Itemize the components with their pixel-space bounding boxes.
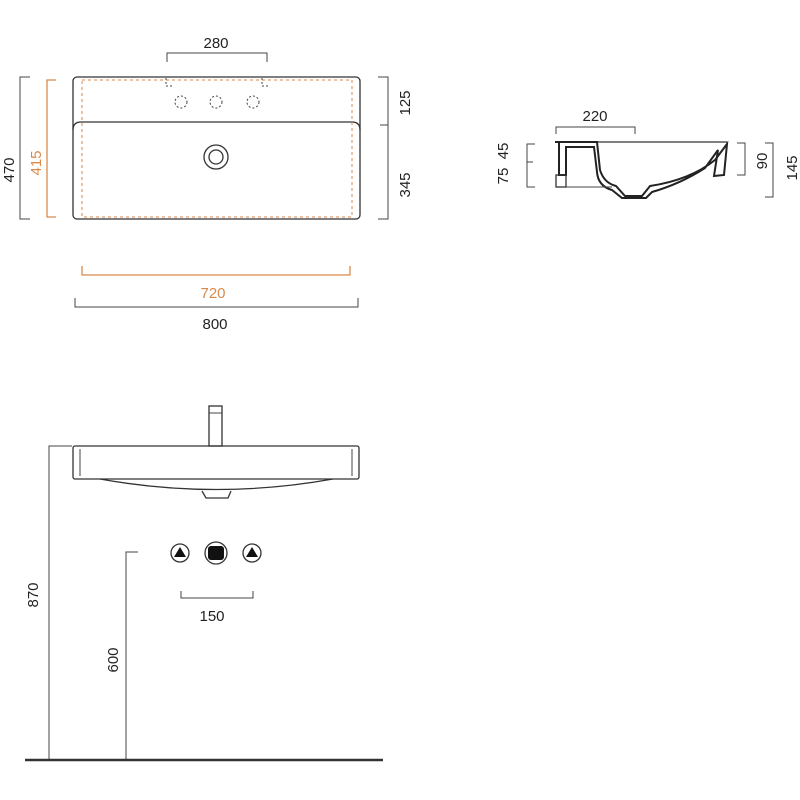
basin-front — [72, 445, 360, 480]
dim-label-total-height: 145 — [784, 155, 800, 180]
dim-label-inner-depth: 415 — [28, 150, 45, 175]
dim-145 — [765, 142, 774, 198]
tap-hole-left — [174, 95, 188, 109]
dim-label-inner-width: 720 — [200, 285, 225, 302]
dim-label-deck-width: 220 — [582, 108, 607, 125]
dim-label-connection-spacing: 150 — [199, 608, 224, 625]
dim-left — [526, 143, 535, 188]
connection-icons — [170, 541, 262, 565]
top-view: 280 125 345 470 415 720 800 — [1, 35, 414, 333]
inner-dashed-outline — [81, 79, 353, 218]
waste-outlet-icon — [204, 541, 228, 565]
dim-right — [378, 76, 389, 220]
dim-90 — [737, 142, 746, 176]
front-view: 150 870 600 — [25, 405, 383, 762]
dim-800 — [74, 298, 359, 308]
tap — [208, 405, 223, 447]
drain-icon — [203, 144, 229, 170]
section-view: 220 45 75 90 145 — [495, 108, 800, 199]
dim-720 — [81, 266, 351, 276]
dim-600 — [125, 551, 138, 760]
basin-underside — [99, 478, 334, 491]
dim-label-drain-height: 600 — [105, 647, 122, 672]
dim-150 — [180, 591, 254, 599]
water-inlet-left-icon — [170, 543, 190, 563]
dim-label-rim-height: 870 — [25, 582, 42, 607]
basin-section-profile — [555, 140, 729, 199]
dim-label-deck-depth: 125 — [397, 90, 414, 115]
water-inlet-right-icon — [242, 543, 262, 563]
dim-label-bowl-depth: 90 — [754, 153, 771, 170]
tap-hole-center — [209, 95, 223, 109]
dim-470 — [19, 76, 30, 220]
dim-label-total-width: 800 — [202, 316, 227, 333]
dim-label-75: 75 — [495, 168, 512, 185]
dim-870 — [48, 445, 72, 760]
tap-hole-right — [246, 95, 260, 109]
basin-outline — [72, 76, 361, 220]
dim-label-basin-depth: 345 — [397, 172, 414, 197]
dim-220 — [555, 126, 636, 134]
bowl-edge — [72, 121, 361, 131]
dim-label-total-depth: 470 — [1, 157, 18, 182]
dim-label-45: 45 — [495, 143, 512, 160]
dim-415 — [46, 79, 56, 218]
dim-280 — [166, 52, 268, 62]
drain-outlet — [201, 490, 232, 499]
dim-label-tap-spacing: 280 — [203, 35, 228, 52]
